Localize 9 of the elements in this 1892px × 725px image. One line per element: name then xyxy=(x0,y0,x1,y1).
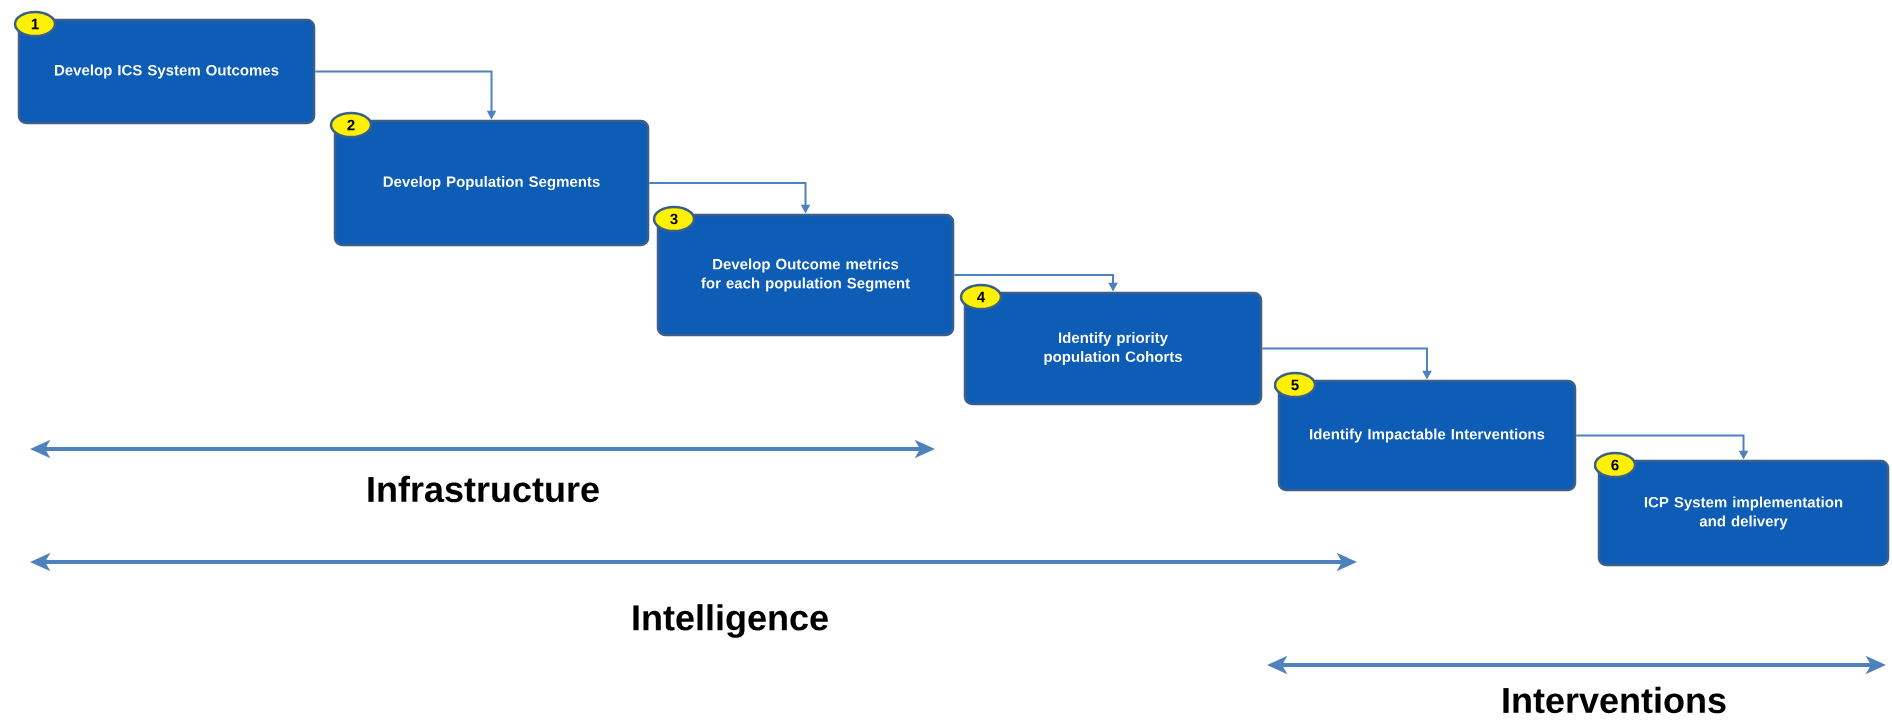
step-badge: 3 xyxy=(652,205,696,233)
step-badge: 2 xyxy=(329,111,373,139)
step-badge: 6 xyxy=(1593,451,1637,479)
phase-label: Interventions xyxy=(1503,686,1726,714)
phase-label: Infrastructure xyxy=(368,475,599,503)
step-badge: 1 xyxy=(13,10,57,38)
step-badge: 5 xyxy=(1273,371,1317,399)
step-badge: 4 xyxy=(959,283,1003,311)
phase-label: Intelligence xyxy=(633,604,828,638)
